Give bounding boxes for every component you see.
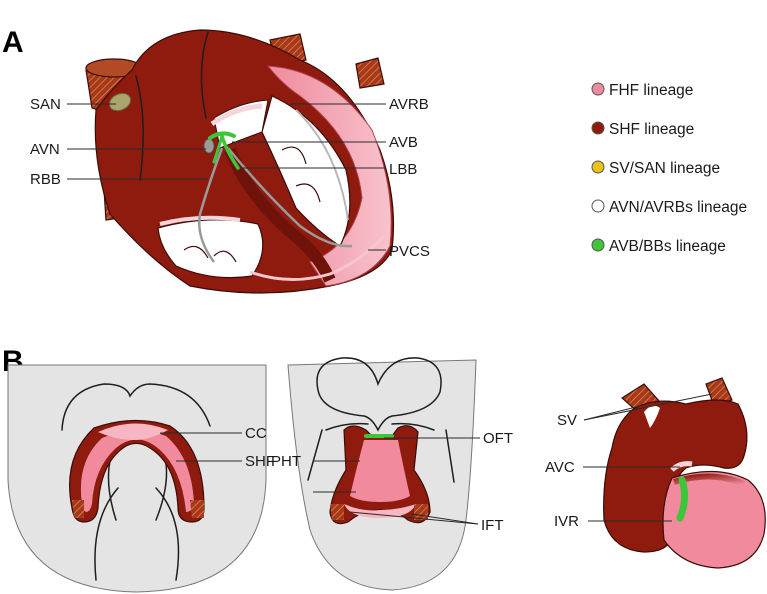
- label-pht: PHT: [271, 453, 301, 470]
- label-cc: CC: [245, 425, 267, 442]
- looped-embryonic-heart: [603, 377, 766, 569]
- fhf-crescent: [80, 430, 194, 512]
- label-rbb: RBB: [30, 171, 61, 188]
- label-avc: AVC: [545, 459, 575, 476]
- legend-swatch-fhf: [591, 82, 605, 96]
- legend-label-avn-avrbs: AVN/AVRBs lineage: [609, 199, 747, 216]
- legend-swatch-shf: [591, 121, 605, 135]
- label-avn: AVN: [30, 141, 60, 158]
- label-avb: AVB: [389, 134, 418, 151]
- embryo-cardiac-crescent: [7, 364, 267, 593]
- adult-heart-drawing: [85, 29, 395, 294]
- legend-label-avb-bbs: AVB/BBs lineage: [609, 238, 726, 255]
- label-shf: SHF: [245, 453, 275, 470]
- label-avrb: AVRB: [389, 96, 429, 113]
- label-ift: IFT: [481, 517, 504, 534]
- fhf-heart-tube: [350, 440, 410, 502]
- legend-swatch-avn-avrbs: [591, 199, 605, 213]
- fhf-left-ventricle: [266, 65, 392, 287]
- label-oft: OFT: [483, 430, 513, 447]
- embryo-heart-tube: [287, 357, 477, 591]
- legend-label-shf: SHF lineage: [609, 121, 694, 138]
- legend-label-fhf: FHF lineage: [609, 82, 693, 99]
- shf-looped-heart: [603, 399, 748, 553]
- fhf-looped-ventricle: [662, 470, 766, 569]
- panel-a-letter: A: [2, 26, 24, 59]
- label-lbb: LBB: [389, 161, 417, 178]
- panel-a-leader-lines: [67, 103, 386, 251]
- label-sv: SV: [557, 412, 577, 429]
- legend-label-sv-san: SV/SAN lineage: [609, 160, 720, 177]
- lineage-legend: FHF lineage SHF lineage SV/SAN lineage A…: [591, 82, 747, 255]
- label-san: SAN: [30, 96, 61, 113]
- label-pvcs: PVCS: [389, 243, 430, 260]
- legend-swatch-sv-san: [591, 160, 605, 174]
- label-ivr: IVR: [554, 513, 579, 530]
- legend-swatch-avb-bbs: [591, 238, 605, 252]
